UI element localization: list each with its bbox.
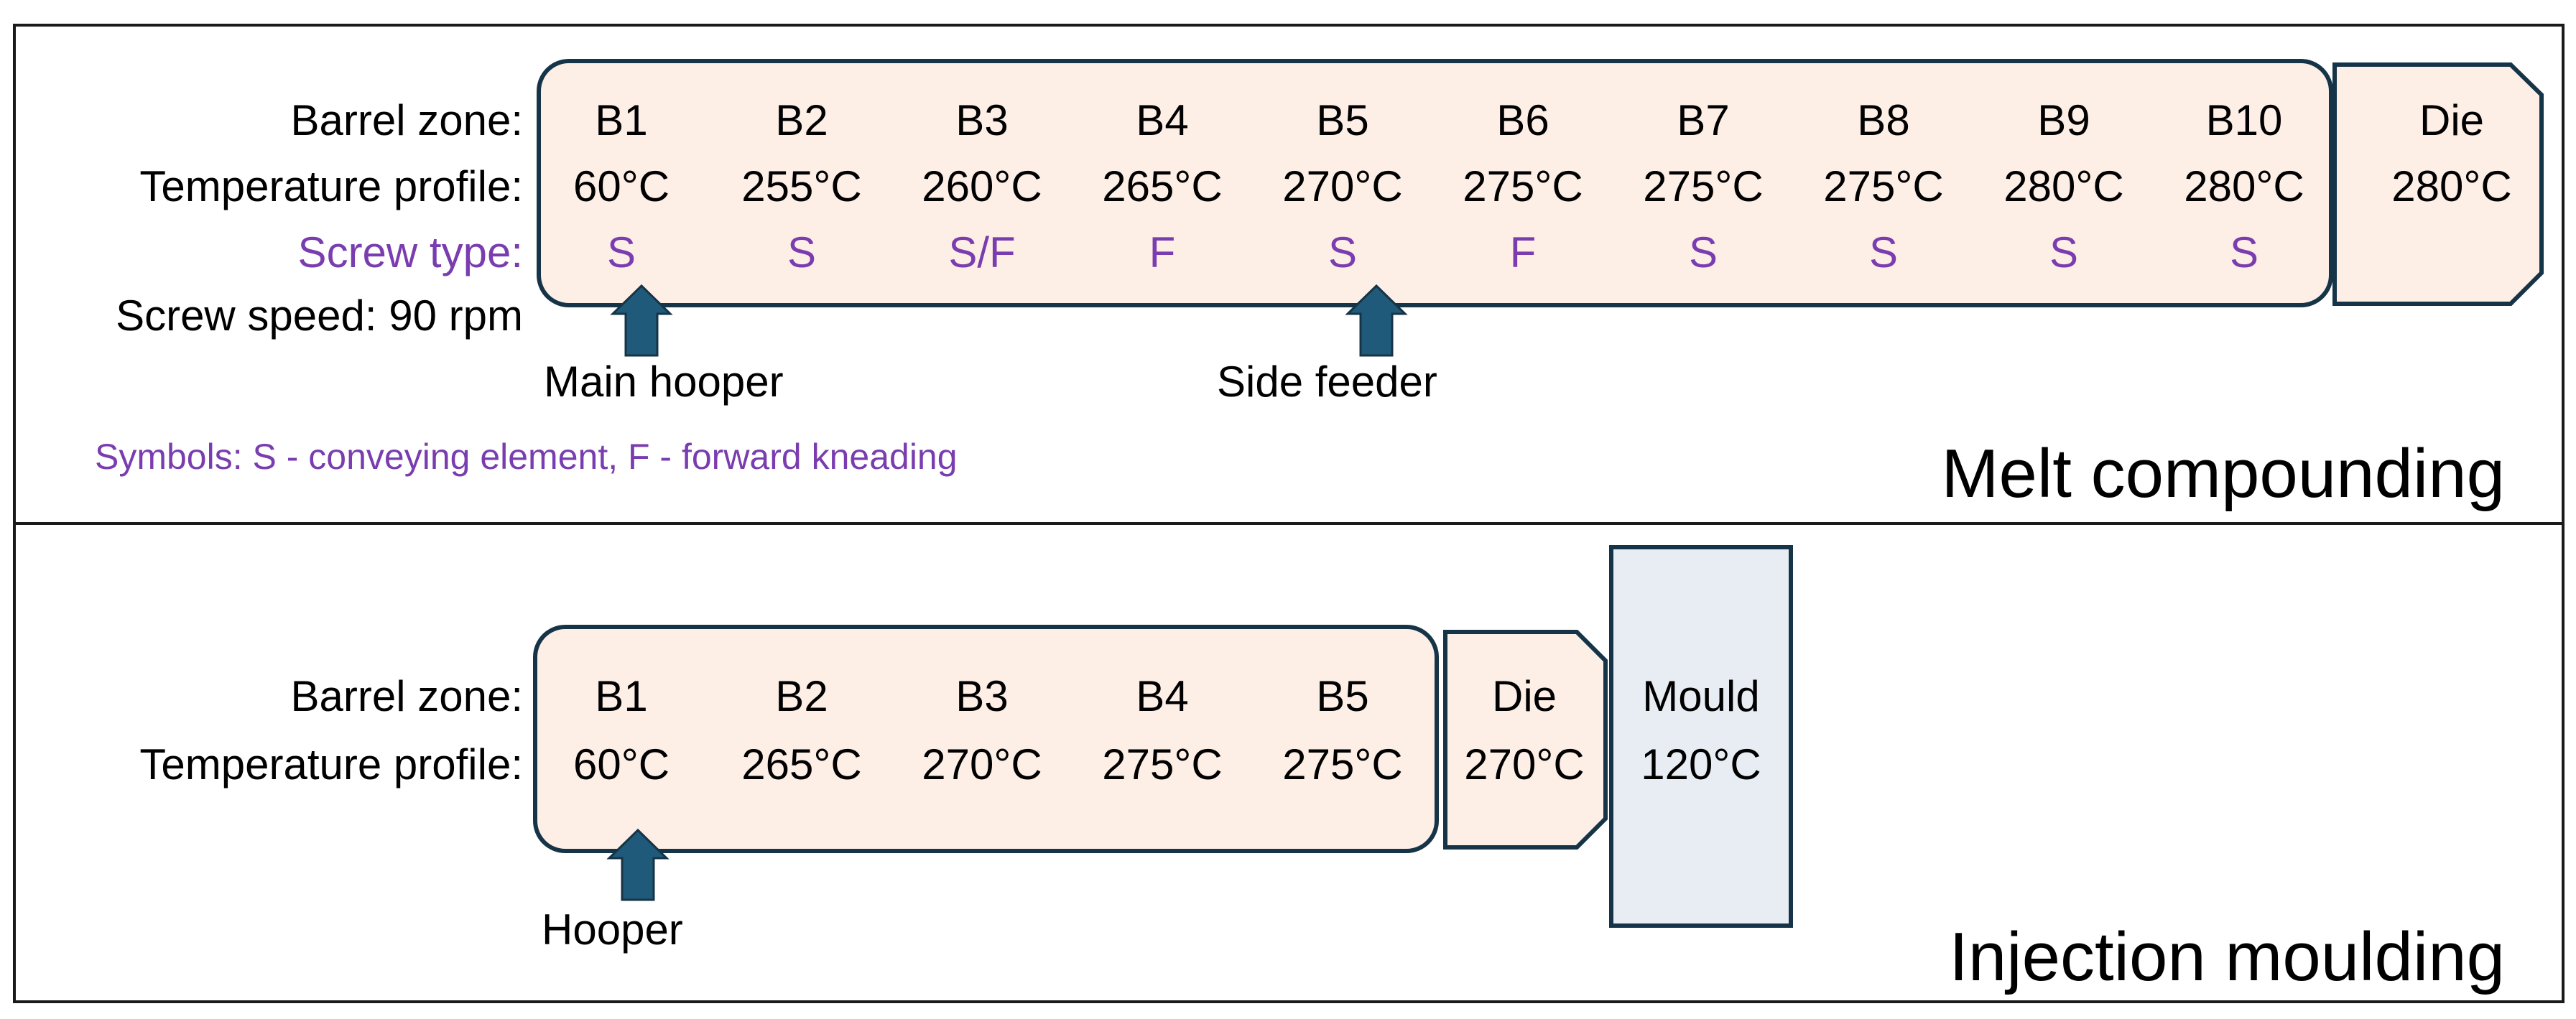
melt-zone-temp: 270°C [1282,162,1402,210]
injection-zone-temp: 60°C [573,740,670,788]
main-hooper-label: Main hooper [544,358,784,406]
mould-block [1609,545,1793,928]
melt-zone-screw-type: S/F [948,228,1015,276]
melt-zone-screw-type: S [607,228,636,276]
melt-zone-screw-type: S [1869,228,1898,276]
injection-die-label: Die [1492,672,1557,720]
melt-zone-screw-type: S [787,228,816,276]
melt-zone-label: B8 [1857,96,1909,144]
melt-zone-temp: 280°C [2184,162,2304,210]
melt-zone-temp: 255°C [741,162,861,210]
melt-die-temp: 280°C [2391,162,2511,210]
injection-moulding-title: Injection moulding [1949,918,2505,995]
mould-temp: 120°C [1641,740,1761,788]
side-feeder-label: Side feeder [1217,358,1437,406]
injection-zone-columns: B1 60°C B2 265°C B3 270°C B4 275°C B5 275°C [573,672,1403,788]
injection-barrel [533,625,1439,853]
melt-zone-label: B3 [955,96,1008,144]
melt-zone-label: B4 [1136,96,1188,144]
injection-barrel-zone-label: Barrel zone: [291,672,524,720]
melt-zone-label: B7 [1677,96,1729,144]
melt-screw-speed-label: Screw speed: 90 rpm [116,292,523,340]
hooper-label: Hooper [542,906,683,954]
melt-die-block [2332,62,2544,306]
main-hooper-arrow-icon [610,284,673,357]
injection-zone-label: B4 [1136,672,1188,720]
melt-zone-screw-type: S [2049,228,2078,276]
melt-barrel-zone-label: Barrel zone: [291,96,524,144]
melt-zone-label: B10 [2206,96,2283,144]
injection-zone-label: B5 [1316,672,1368,720]
melt-temperature-profile-label: Temperature profile: [139,162,523,210]
melt-zone-screw-type: S [2230,228,2258,276]
injection-zone-temp: 275°C [1102,740,1222,788]
melt-zone-label: B6 [1496,96,1549,144]
injection-zone-label: B1 [595,672,647,720]
melt-zone-temp: 60°C [573,162,670,210]
melt-zone-label: B9 [2037,96,2090,144]
injection-temperature-profile-label: Temperature profile: [139,740,523,788]
melt-zone-label: B2 [775,96,828,144]
injection-zone-temp: 275°C [1282,740,1402,788]
melt-compounding-title: Melt compounding [1942,435,2505,512]
injection-zone-temp: 270°C [922,740,1042,788]
melt-zone-label: B5 [1316,96,1368,144]
symbols-note: Symbols: S - conveying element, F - forw… [95,437,958,477]
injection-zone-temp: 265°C [741,740,861,788]
melt-compounding-panel: Barrel zone: Temperature profile: Screw … [95,59,2544,512]
melt-zone-temp: 275°C [1643,162,1763,210]
melt-zone-screw-type: S [1689,228,1718,276]
melt-zone-columns: B1 60°C S B2 255°C S B3 260°C S/F B4 265°C F B5 270°C… [573,96,2304,276]
injection-die-block [1443,630,1608,850]
hooper-arrow-icon [606,828,670,901]
melt-screw-type-label: Screw type: [298,228,523,276]
melt-zone-screw-type: F [1510,228,1537,276]
outer-frame [13,24,2565,1003]
melt-die-label: Die [2419,96,2484,144]
melt-barrel [537,59,2333,307]
melt-zone-temp: 275°C [1823,162,1943,210]
injection-die-temp: 270°C [1464,740,1584,788]
melt-zone-screw-type: F [1149,228,1176,276]
injection-zone-label: B3 [955,672,1008,720]
mould-label: Mould [1642,672,1759,720]
side-feeder-arrow-icon [1345,284,1408,357]
melt-zone-temp: 260°C [922,162,1042,210]
melt-zone-screw-type: S [1328,228,1357,276]
melt-zone-temp: 280°C [2003,162,2123,210]
melt-zone-temp: 265°C [1102,162,1222,210]
melt-zone-temp: 275°C [1463,162,1583,210]
injection-zone-label: B2 [775,672,828,720]
melt-zone-label: B1 [595,96,647,144]
injection-moulding-panel: Barrel zone: Temperature profile: B1 60°C… [139,545,2505,995]
